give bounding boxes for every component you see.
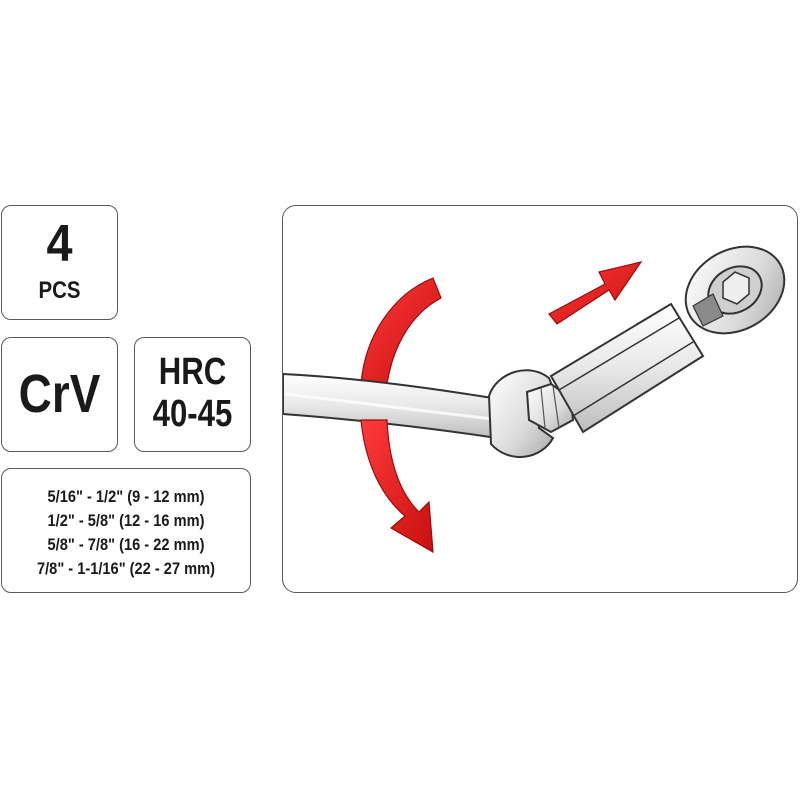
- size-range-item: 5/16" - 1/2" (9 - 12 mm): [47, 487, 205, 506]
- hardness-label: HRC: [158, 351, 227, 393]
- quantity-badge: 4 PCS: [1, 205, 118, 320]
- wrench-icon: [283, 369, 555, 458]
- quantity-value: 4: [46, 215, 73, 273]
- material-label: CrV: [18, 364, 101, 424]
- nut-splitter-icon: [549, 245, 786, 434]
- push-arrow-icon: [548, 261, 643, 325]
- hardness-value: 40-45: [152, 393, 233, 435]
- quantity-unit: PCS: [38, 277, 81, 304]
- hardness-badge: HRC 40-45: [134, 337, 251, 452]
- material-badge: CrV: [1, 337, 118, 452]
- size-range-item: 7/8" - 1-1/16" (22 - 27 mm): [36, 559, 216, 578]
- rotation-arrow-icon: [360, 277, 442, 385]
- size-range-item: 1/2" - 5/8" (12 - 16 mm): [47, 511, 205, 530]
- usage-illustration-drawing: [283, 245, 786, 554]
- usage-illustration: [282, 205, 798, 593]
- rotation-arrow-head-icon: [360, 419, 434, 554]
- size-range-item: 5/8" - 7/8" (16 - 22 mm): [47, 535, 205, 554]
- size-range-list: 5/16" - 1/2" (9 - 12 mm) 1/2" - 5/8" (12…: [1, 468, 251, 593]
